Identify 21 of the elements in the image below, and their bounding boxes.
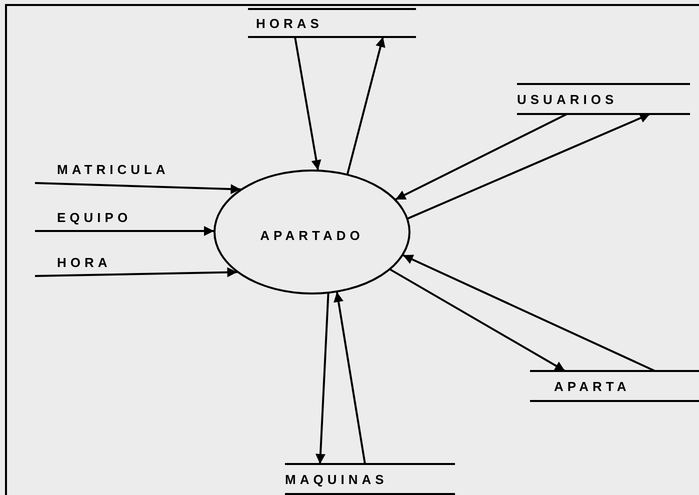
data-store (530, 370, 699, 402)
arrow (34, 267, 238, 278)
node-label: APARTADO (260, 228, 364, 242)
arrow (395, 113, 568, 200)
data-store (285, 463, 455, 495)
node-label: MAQUINAS (285, 472, 388, 486)
arrow (294, 36, 322, 170)
process-ellipse (213, 169, 411, 295)
node-label: HORAS (256, 16, 323, 30)
data-store (248, 8, 416, 38)
data-store (517, 83, 690, 115)
node-label: APARTA (554, 378, 630, 394)
arrow (390, 268, 566, 372)
arrow (316, 293, 330, 464)
arrow (35, 226, 214, 236)
arrow (402, 254, 656, 372)
arrow (346, 36, 386, 174)
arrow (407, 113, 650, 220)
arrow (34, 182, 241, 194)
arrow (334, 292, 366, 464)
node-label: USUARIOS (517, 92, 618, 106)
